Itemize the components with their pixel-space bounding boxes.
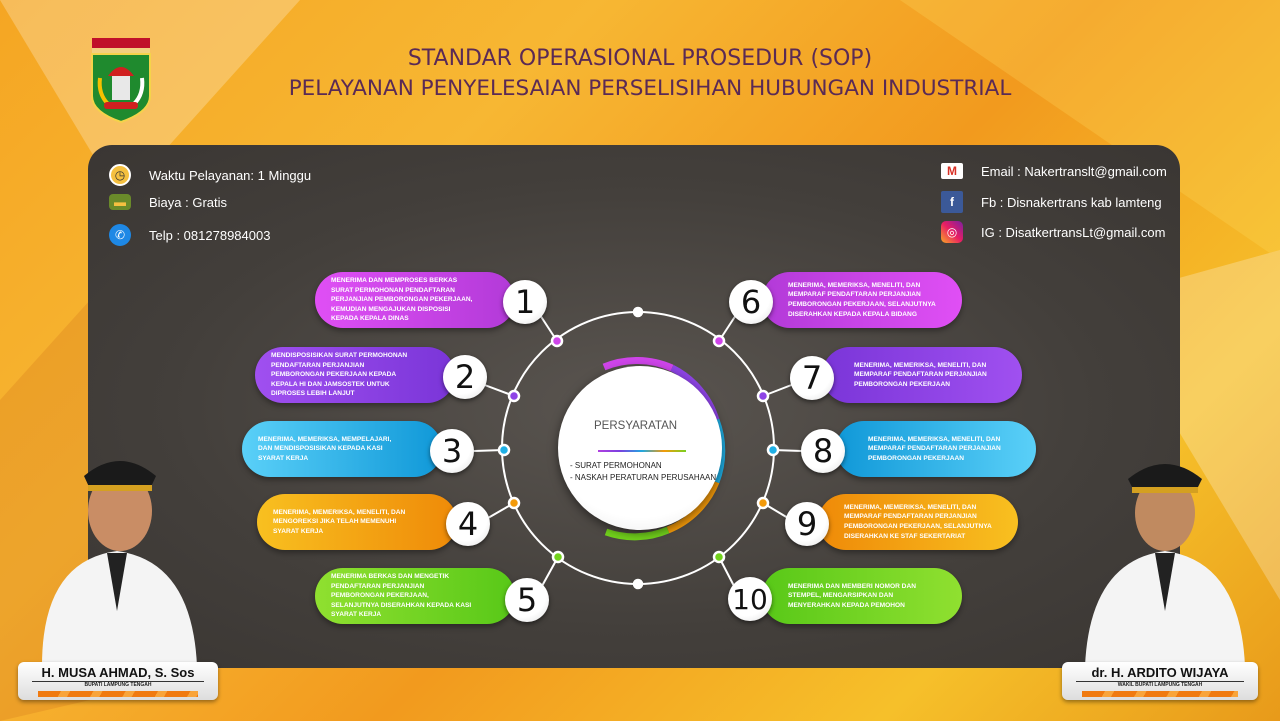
requirements-divider (598, 450, 686, 452)
requirement-item: - SURAT PERMOHONAN (570, 461, 662, 470)
step-2: MENDISPOSISIKAN SURAT PERMOHONAN PENDAFT… (255, 347, 455, 403)
phone: ✆ Telp : 081278984003 (109, 224, 270, 246)
ring-dot (632, 578, 644, 590)
step-9: MENERIMA, MEMERIKSA, MENELITI, DAN MEMPA… (818, 494, 1018, 550)
step-number: 2 (443, 355, 487, 399)
ring-dot (550, 334, 564, 348)
ring-dot (551, 550, 565, 564)
ring-dot (756, 496, 770, 510)
official-photo-left (42, 461, 197, 666)
phone-text: Telp : 081278984003 (149, 227, 271, 243)
ring-dot (712, 334, 726, 348)
step-number: 8 (801, 429, 845, 473)
step-text: MENERIMA, MEMERIKSA, MENELITI, DAN MEMPA… (868, 435, 1001, 462)
phone-icon: ✆ (109, 224, 131, 246)
ring-dot (507, 389, 521, 403)
step-text: MENERIMA, MEMERIKSA, MENELITI, DAN MENGO… (273, 508, 406, 535)
lampung-tengah-logo (91, 38, 151, 124)
step-5: MENERIMA BERKAS DAN MENGETIK PENDAFTARAN… (315, 568, 515, 624)
facebook-icon: f (941, 191, 963, 213)
step-number: 7 (790, 356, 834, 400)
step-number: 6 (729, 280, 773, 324)
official-photo-right (1085, 464, 1245, 666)
official-nameplate-right: dr. H. ARDITO WIJAYA WAKIL BUPATI LAMPUN… (1062, 662, 1258, 700)
ring-dot (712, 550, 726, 564)
step-8: MENERIMA, MEMERIKSA, MENELITI, DAN MEMPA… (836, 421, 1036, 477)
cost: ▬ Biaya : Gratis (109, 194, 227, 210)
instagram-icon: ◎ (941, 221, 963, 243)
official-nameplate-left: H. MUSA AHMAD, S. Sos BUPATI LAMPUNG TEN… (18, 662, 218, 700)
step-text: MENDISPOSISIKAN SURAT PERMOHONAN PENDAFT… (271, 352, 408, 398)
official-name: H. MUSA AHMAD, S. Sos (32, 665, 204, 682)
step-4: MENERIMA, MEMERIKSA, MENELITI, DAN MENGO… (257, 494, 457, 550)
ring-dot (632, 306, 644, 318)
email: M Email : Nakertranslt@gmail.com (941, 163, 1167, 179)
gmail-icon: M (941, 163, 963, 179)
facebook-text: Fb : Disnakertrans kab lamteng (981, 194, 1162, 210)
step-6: MENERIMA, MEMERIKSA, MENELITI, DAN MEMPA… (762, 272, 962, 328)
page-title: STANDAR OPERASIONAL PROSEDUR (SOP) (407, 46, 873, 71)
page-subtitle: PELAYANAN PENYELESAIAN PERSELISIHAN HUBU… (288, 76, 1012, 101)
clock-icon: ◷ (109, 164, 131, 186)
step-text: MENERIMA, MEMERIKSA, MENELITI, DAN MEMPA… (844, 503, 992, 540)
step-text: MENERIMA, MEMERIKSA, MENELITI, DAN MEMPA… (788, 281, 936, 318)
requirements-card: PERSYARATAN - SURAT PERMOHONAN - NASKAH … (558, 366, 722, 530)
wallet-icon: ▬ (109, 194, 131, 210)
step-3: MENERIMA, MEMERIKSA, MEMPELAJARI, DAN ME… (242, 421, 442, 477)
ring-dot (497, 443, 511, 457)
step-text: MENERIMA DAN MEMPROSES BERKAS SURAT PERM… (331, 277, 473, 323)
step-1: MENERIMA DAN MEMPROSES BERKAS SURAT PERM… (315, 272, 515, 328)
step-number: 4 (446, 502, 490, 546)
official-role: WAKIL BUPATI LAMPUNG TENGAH (1117, 682, 1203, 688)
cost-text: Biaya : Gratis (149, 194, 228, 210)
step-text: MENERIMA, MEMERIKSA, MENELITI, DAN MEMPA… (854, 361, 987, 388)
service-time: ◷ Waktu Pelayanan: 1 Minggu (109, 164, 311, 186)
step-number: 3 (430, 429, 474, 473)
ring-dot (507, 496, 521, 510)
instagram: ◎ IG : DisatkertransLt@gmail.com (941, 221, 1165, 243)
requirements-title: PERSYARATAN (594, 420, 678, 432)
service-time-text: Waktu Pelayanan: 1 Minggu (149, 167, 312, 183)
email-text: Email : Nakertranslt@gmail.com (981, 163, 1167, 179)
nameplate-stripe (1082, 691, 1238, 697)
step-text: MENERIMA, MEMERIKSA, MEMPELAJARI, DAN ME… (258, 435, 392, 462)
step-number: 5 (505, 578, 549, 622)
step-10: MENERIMA DAN MEMBERI NOMOR DAN STEMPEL, … (762, 568, 962, 624)
instagram-text: IG : DisatkertransLt@gmail.com (981, 224, 1166, 240)
official-role: BUPATI LAMPUNG TENGAH (84, 682, 152, 688)
step-text: MENERIMA DAN MEMBERI NOMOR DAN STEMPEL, … (788, 582, 916, 609)
ring-dot (766, 443, 780, 457)
ring-dot (756, 389, 770, 403)
step-7: MENERIMA, MEMERIKSA, MENELITI, DAN MEMPA… (822, 347, 1022, 403)
step-number: 10 (728, 577, 772, 621)
official-name: dr. H. ARDITO WIJAYA (1076, 665, 1244, 682)
step-number: 1 (503, 280, 547, 324)
requirement-item: - NASKAH PERATURAN PERUSAHAAN (570, 472, 717, 482)
facebook: f Fb : Disnakertrans kab lamteng (941, 191, 1162, 213)
requirements-list: - SURAT PERMOHONAN - NASKAH PERATURAN PE… (570, 460, 716, 483)
step-text: MENERIMA BERKAS DAN MENGETIK PENDAFTARAN… (331, 573, 472, 619)
step-number: 9 (785, 502, 829, 546)
nameplate-stripe (38, 691, 198, 697)
